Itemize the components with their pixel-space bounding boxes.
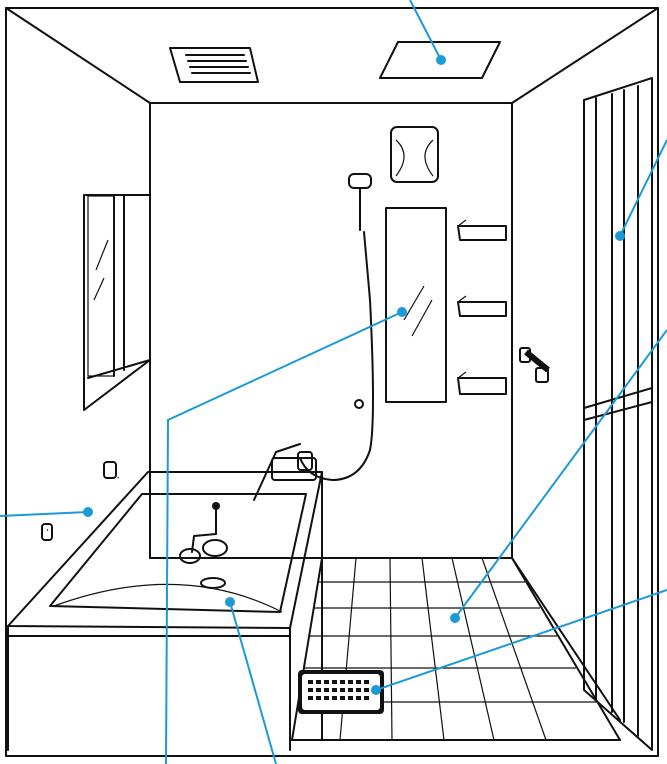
frame	[5, 7, 659, 757]
callout-floor	[454, 329, 667, 619]
floor-drain	[298, 670, 384, 714]
ceiling-panel	[379, 41, 501, 79]
callout-mirror	[165, 311, 403, 764]
grab-bar-left	[41, 461, 120, 541]
ceiling-vent	[169, 47, 259, 83]
mirror	[385, 207, 447, 403]
bathtub	[7, 471, 323, 751]
shower	[299, 173, 374, 481]
callout-grab-bar	[0, 511, 89, 517]
side-window	[83, 194, 151, 411]
callout-drain	[375, 589, 667, 691]
room-walls	[5, 7, 659, 721]
wall-handle	[519, 347, 550, 383]
callout-door	[619, 139, 667, 237]
folding-door	[583, 77, 653, 751]
callout-bathtub	[229, 601, 277, 764]
shelves	[457, 219, 507, 395]
faucet	[253, 443, 317, 501]
callout-ceiling-panel	[409, 0, 442, 61]
ventilation-fan	[390, 126, 439, 183]
